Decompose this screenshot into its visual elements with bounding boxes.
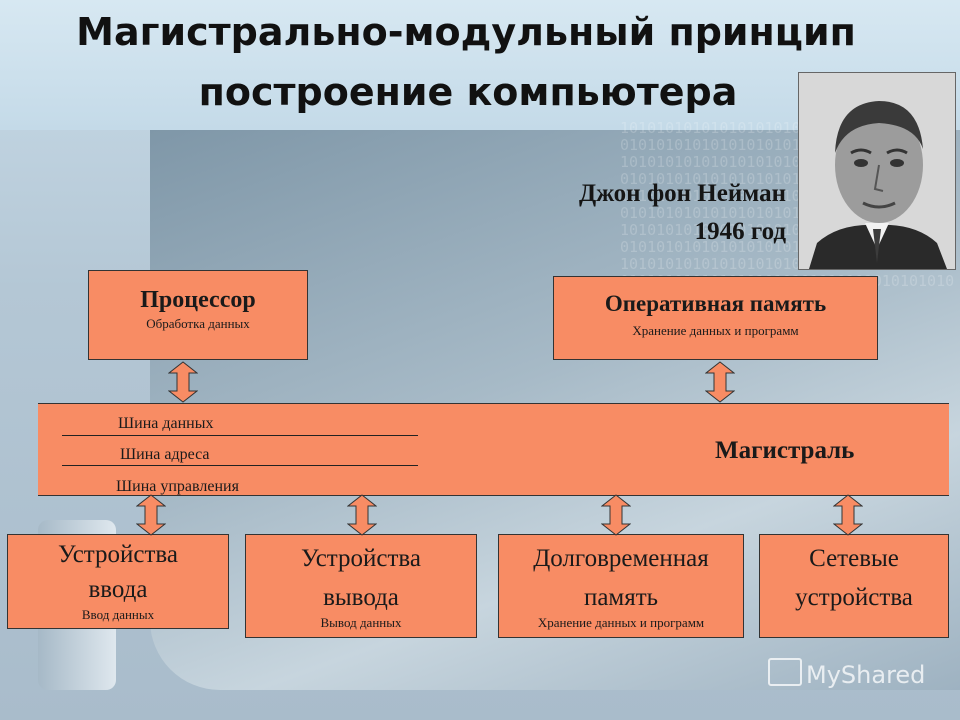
ram-module: Оперативная память Хранение данных и про… — [553, 276, 878, 360]
ram-subtitle: Хранение данных и программ — [632, 323, 799, 338]
slide-title-line1: Магистрально-модульный принцип — [76, 10, 856, 54]
input-devices-module: Устройства ввода Ввод данных — [7, 534, 229, 629]
input-title-line2: ввода — [88, 576, 148, 603]
output-title-line2: вывода — [323, 584, 399, 611]
output-subtitle: Вывод данных — [320, 615, 402, 630]
author-name: Джон фон Нейман — [578, 180, 786, 207]
storage-subtitle: Хранение данных и программ — [537, 615, 705, 630]
input-subtitle: Ввод данных — [81, 607, 155, 622]
network-devices-module: Сетевые устройства — [759, 534, 949, 638]
double-arrow-icon — [833, 494, 863, 536]
slide-title-line2: построение компьютера — [198, 70, 738, 114]
storage-title-line2: память — [583, 584, 659, 611]
output-title-line1: Устройства — [301, 545, 421, 572]
double-arrow-icon — [347, 494, 377, 536]
bus-line-label: Шина адреса — [120, 446, 210, 463]
author-year: 1946 год — [694, 218, 786, 245]
presentation-logo-icon — [768, 658, 802, 686]
bus-line-label: Шина данных — [118, 415, 214, 432]
watermark-text: MyShared — [806, 661, 926, 689]
network-title-line1: Сетевые — [809, 545, 899, 572]
network-title-line2: устройства — [795, 584, 913, 611]
portrait-photo — [798, 72, 956, 270]
bus-line — [62, 435, 418, 436]
double-arrow-icon — [136, 494, 166, 536]
double-arrow-icon — [705, 361, 735, 403]
bus-title: Магистраль — [715, 437, 855, 464]
storage-title-line1: Долговременная — [533, 545, 709, 572]
input-title-line1: Устройства — [58, 541, 178, 568]
double-arrow-icon — [601, 494, 631, 536]
double-arrow-icon — [168, 361, 198, 403]
storage-module: Долговременная память Хранение данных и … — [498, 534, 744, 638]
portrait-illustration — [799, 73, 955, 269]
bus-line — [62, 465, 418, 466]
cpu-module: Процессор Обработка данных — [88, 270, 308, 360]
watermark: MyShared — [768, 658, 925, 689]
cpu-title: Процессор — [140, 287, 256, 313]
output-devices-module: Устройства вывода Вывод данных — [245, 534, 477, 638]
bus-line-label: Шина управления — [116, 478, 239, 495]
cpu-subtitle: Обработка данных — [146, 316, 250, 331]
system-bus: Шина данных Шина адреса Шина управления … — [38, 403, 949, 496]
ram-title: Оперативная память — [604, 291, 827, 316]
